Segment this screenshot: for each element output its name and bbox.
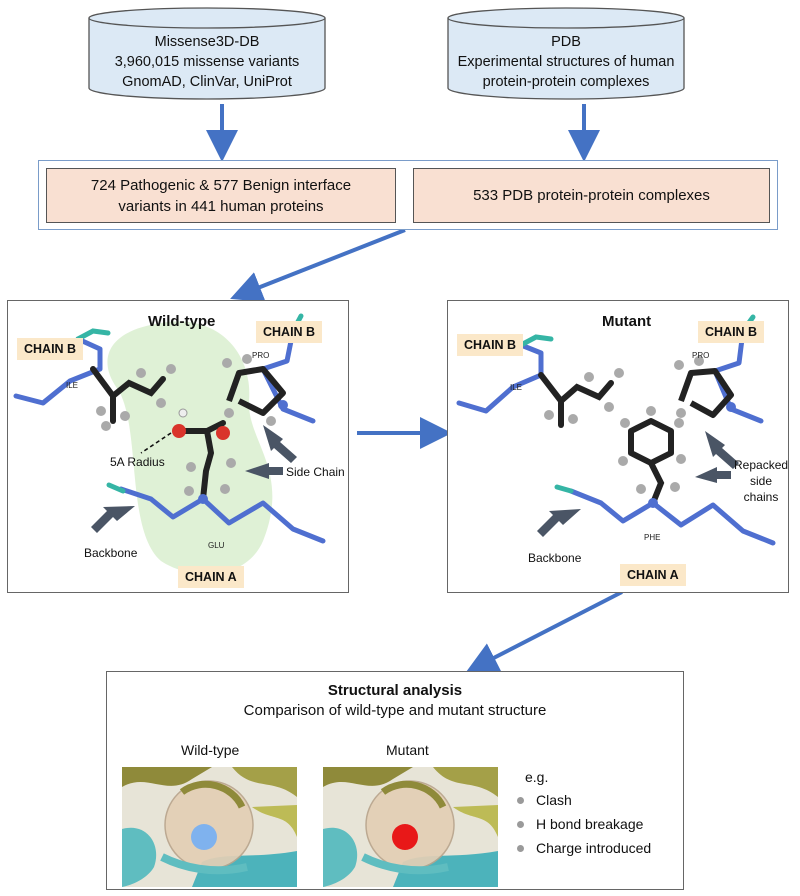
cylinder-shape <box>447 7 685 100</box>
chain-b-left-label: CHAIN B <box>457 334 524 356</box>
pointer-arrows <box>91 425 297 533</box>
radius-region <box>107 321 273 575</box>
db-name: PDB <box>551 34 581 50</box>
chain-b-right-label: CHAIN B <box>256 321 323 343</box>
ile-label: ILE <box>66 381 79 390</box>
arrow-to-wildtype <box>230 228 406 303</box>
db-name: Missense3D-DB <box>154 34 260 50</box>
chain-b-left-tip <box>518 334 554 348</box>
pro-residue <box>222 354 288 426</box>
bullet-clash: Clash <box>517 792 572 808</box>
mutant-structure-image <box>323 767 498 887</box>
repacked-label: Repacked side chains <box>734 457 788 505</box>
db-description: Experimental structures of human <box>457 54 675 70</box>
structural-analysis-panel: Structural analysis Comparison of wild-t… <box>106 671 684 890</box>
mutant-title: Mutant <box>602 313 652 330</box>
chain-a-backbone <box>568 488 776 546</box>
backbone-label: Backbone <box>528 551 582 565</box>
bullet-hbond: H bond breakage <box>517 816 643 832</box>
bullet-text: Charge introduced <box>536 840 652 856</box>
variants-line-1: 724 Pathogenic & 577 Benign interface <box>90 176 352 194</box>
wildtype-structure <box>13 313 326 575</box>
mutant-caption: Mutant <box>386 742 429 758</box>
side-chain-label: Side Chain <box>286 465 345 479</box>
db-sources: GnomAD, ClinVar, UniProt <box>122 74 292 90</box>
phe-residue <box>618 406 686 508</box>
chain-a-backbone <box>118 486 326 544</box>
variants-box: 724 Pathogenic & 577 Benign interface va… <box>46 168 396 223</box>
pointer-arrows <box>537 431 739 537</box>
chain-b-left-backbone <box>456 342 544 414</box>
repacked-line-2: side <box>750 474 773 488</box>
pro-label: PRO <box>252 351 270 360</box>
analysis-subtitle: Comparison of wild-type and mutant struc… <box>243 702 547 719</box>
chain-a-tip <box>554 484 574 494</box>
mutant-panel: Mutant CHAIN B CHAIN B CHAIN A ILE PRO P… <box>447 300 789 593</box>
chain-b-right-label: CHAIN B <box>698 321 765 343</box>
bullet-dot <box>517 844 524 852</box>
bullet-dot <box>517 820 524 828</box>
mutant-structure <box>456 314 776 546</box>
wildtype-caption: Wild-type <box>181 742 240 758</box>
bullet-text: H bond breakage <box>536 816 644 832</box>
complexes-text: 533 PDB protein-protein complexes <box>473 187 710 204</box>
wildtype-title: Wild-type <box>148 313 216 330</box>
missense3d-db-cylinder: Missense3D-DB 3,960,015 missense variant… <box>88 6 326 102</box>
analysis-title: Structural analysis <box>327 682 463 699</box>
chain-b-left-tip <box>75 328 111 342</box>
eg-label: e.g. <box>525 769 549 785</box>
arrow-to-analysis <box>465 590 623 673</box>
chain-a-label: CHAIN A <box>620 564 686 586</box>
bullet-text: Clash <box>536 792 572 808</box>
chain-b-left-label: CHAIN B <box>17 338 84 360</box>
variants-line-2: variants in 441 human proteins <box>118 197 324 215</box>
repacked-line-3: chains <box>743 490 779 504</box>
ile-label: ILE <box>510 383 523 392</box>
radius-label: 5A Radius <box>110 455 165 469</box>
glu-label: GLU <box>208 541 225 550</box>
complexes-box: 533 PDB protein-protein complexes <box>413 168 770 223</box>
wildtype-panel: Wild-type CHAIN B CHAIN B CHAIN A ILE PR… <box>7 300 349 593</box>
backbone-label: Backbone <box>84 546 138 560</box>
pro-label: PRO <box>692 351 710 360</box>
wildtype-structure-image <box>122 767 297 887</box>
bullet-dot <box>517 796 524 804</box>
chain-a-label: CHAIN A <box>178 566 244 588</box>
ile-residue <box>538 368 624 428</box>
cylinder-shape <box>88 7 326 100</box>
chain-b-left-backbone <box>13 336 103 406</box>
db-description-2: protein-protein complexes <box>482 74 650 90</box>
ile-residue <box>90 364 176 431</box>
pdb-cylinder: PDB Experimental structures of human pro… <box>447 6 685 102</box>
chain-a-tip <box>106 482 126 494</box>
repacked-line-1: Repacked <box>734 458 789 472</box>
db-count: 3,960,015 missense variants <box>114 54 300 70</box>
pro-residue <box>674 356 736 418</box>
phe-label: PHE <box>644 533 661 542</box>
bullet-charge: Charge introduced <box>517 840 651 856</box>
glu-residue <box>140 408 236 504</box>
